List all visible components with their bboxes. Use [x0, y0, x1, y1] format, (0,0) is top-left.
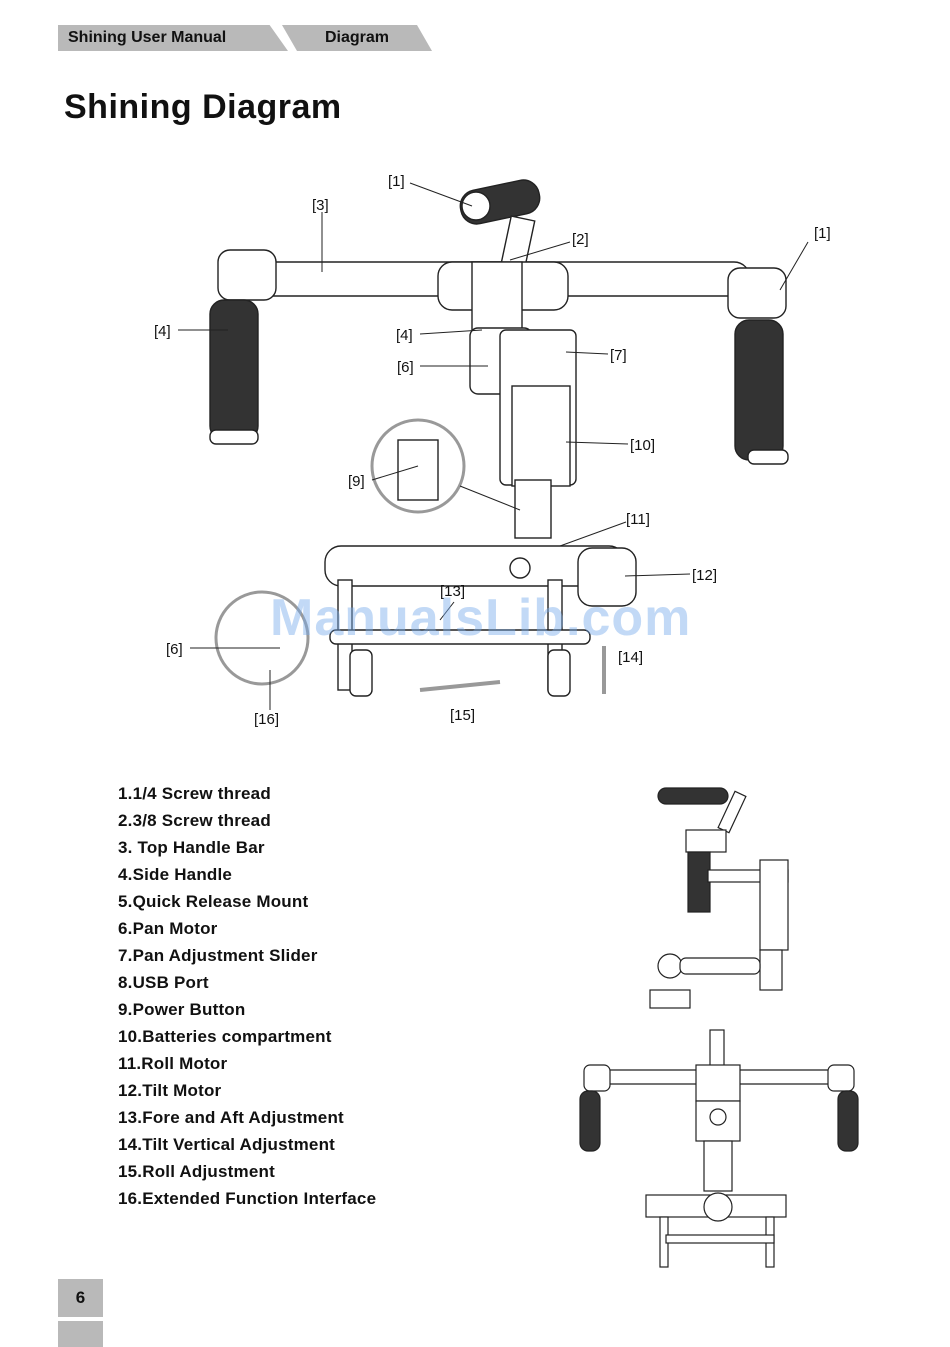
manual-title-tab: Shining User Manual [58, 25, 288, 51]
page-title: Shining Diagram [64, 88, 342, 126]
side-view-illustration [649, 787, 789, 1009]
battery-compartment [511, 385, 571, 487]
callout-7: [7] [610, 347, 627, 364]
callout-3: [3] [312, 197, 329, 214]
parts-list-item: 11.Roll Motor [118, 1054, 228, 1073]
callout-13: [13] [440, 583, 465, 600]
callout-1-top: [1] [388, 173, 405, 190]
callout-1-right: [1] [814, 225, 831, 242]
parts-list: 1.1/4 Screw thread 2.3/8 Screw thread 3.… [118, 780, 376, 1212]
callout-15: [15] [450, 707, 475, 724]
parts-list-item: 2.3/8 Screw thread [118, 811, 271, 830]
parts-list-item: 4.Side Handle [118, 865, 233, 884]
callout-9: [9] [348, 473, 365, 490]
parts-list-item: 10.Batteries compartment [118, 1027, 332, 1046]
gimbal-diagram: [1] [3] [2] [1] [4] [4] [6] [7] [10] [9]… [154, 173, 831, 728]
left-grip [209, 299, 259, 441]
callout-12: [12] [692, 567, 717, 584]
watermark: ManualsLib.com [270, 589, 692, 647]
right-grip [734, 319, 784, 461]
callout-4-center: [4] [396, 327, 413, 344]
parts-list-item: 13.Fore and Aft Adjustment [118, 1108, 344, 1127]
page-number: 6 [58, 1279, 103, 1317]
parts-list-item: 8.USB Port [118, 973, 209, 992]
callout-4-left: [4] [154, 323, 171, 340]
front-view-illustration [579, 1029, 859, 1268]
parts-list-item: 7.Pan Adjustment Slider [118, 946, 318, 965]
page-footer-bar [58, 1321, 103, 1347]
parts-list-item: 12.Tilt Motor [118, 1081, 222, 1100]
callout-10: [10] [630, 437, 655, 454]
right-handle-mount [727, 267, 787, 319]
callout-14: [14] [618, 649, 643, 666]
parts-list-item: 16.Extended Function Interface [118, 1189, 377, 1208]
parts-list-item: 14.Tilt Vertical Adjustment [118, 1135, 336, 1154]
parts-list-item: 15.Roll Adjustment [118, 1162, 275, 1181]
left-handle-mount [217, 249, 277, 301]
interface-inset [214, 590, 310, 686]
parts-list-item: 9.Power Button [118, 1000, 246, 1019]
parts-list-item: 5.Quick Release Mount [118, 892, 309, 911]
callout-11: [11] [626, 511, 650, 528]
parts-list-item: 3. Top Handle Bar [118, 838, 265, 857]
section-tab: Diagram [282, 25, 432, 51]
callout-6-bottom: [6] [166, 641, 183, 658]
callout-2: [2] [572, 231, 589, 248]
callout-16: [16] [254, 711, 279, 728]
tilt-motor [577, 547, 637, 607]
callout-6-top: [6] [397, 359, 414, 376]
parts-list-item: 6.Pan Motor [118, 919, 218, 938]
parts-list-item: 1.1/4 Screw thread [118, 784, 271, 803]
